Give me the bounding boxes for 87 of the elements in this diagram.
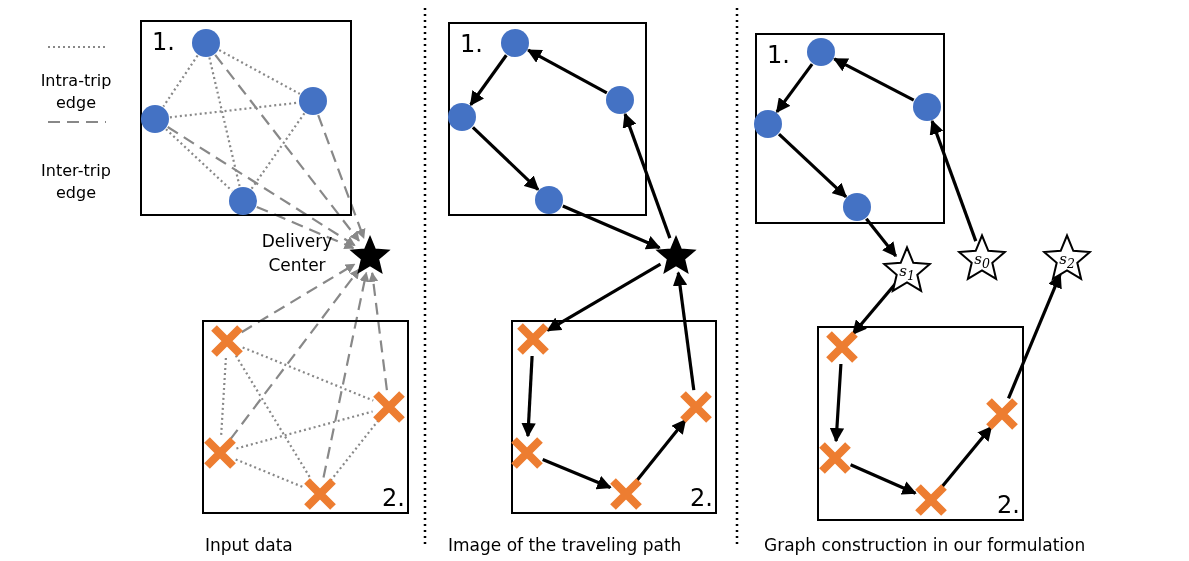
arrow	[672, 271, 696, 391]
arrow	[317, 114, 366, 240]
arrow	[526, 48, 608, 95]
star-label: s$_{0}$	[973, 252, 991, 271]
legend-text: Inter-trip edge	[40, 160, 112, 204]
box-number: 1.	[767, 43, 790, 67]
location-dot	[754, 110, 782, 138]
node-caption: Delivery Center	[260, 230, 334, 277]
arrow	[940, 426, 993, 488]
trip-box	[511, 320, 717, 514]
panel-caption: Graph construction in our formulation	[764, 535, 1086, 555]
arrow	[471, 126, 540, 191]
location-dot	[448, 103, 476, 131]
connector-line	[162, 54, 199, 108]
arrow	[214, 54, 360, 242]
arrow	[542, 458, 612, 490]
arrow	[849, 463, 917, 495]
star-node	[1041, 232, 1093, 284]
trip-box	[448, 22, 647, 216]
cross-marker	[679, 390, 713, 424]
arrow	[777, 133, 848, 198]
trip-box	[140, 20, 352, 216]
cross-marker	[516, 322, 550, 356]
location-dot	[606, 86, 634, 114]
legend-text: Intra-trip edge	[39, 70, 113, 114]
location-dot	[299, 87, 327, 115]
location-dot	[192, 29, 220, 57]
arrow	[469, 54, 508, 106]
box-number: 1.	[460, 32, 483, 56]
cross-marker	[303, 477, 337, 511]
trip-box	[202, 320, 409, 514]
arrow	[775, 63, 814, 114]
arrow	[833, 57, 915, 102]
arrow	[865, 217, 898, 258]
cross-marker	[914, 483, 948, 517]
arrow	[322, 271, 370, 478]
connector-line	[235, 458, 305, 489]
trip-box	[755, 33, 945, 224]
star-node	[956, 232, 1008, 284]
cross-marker	[372, 390, 406, 424]
connector-line	[165, 128, 233, 192]
arrow	[635, 419, 687, 482]
trip-box	[817, 326, 1024, 521]
location-dot	[913, 93, 941, 121]
star-label: s$_{1}$	[898, 264, 916, 283]
star-icon	[349, 234, 391, 276]
connector-line	[236, 410, 373, 450]
star-node	[881, 244, 933, 296]
arrow	[622, 112, 672, 239]
cross-marker	[609, 477, 643, 511]
connector-line	[220, 357, 227, 437]
arrow	[562, 204, 661, 250]
location-dot	[843, 193, 871, 221]
star-icon	[655, 234, 697, 276]
arrow	[1007, 273, 1062, 399]
cross-marker	[985, 397, 1019, 431]
box-number: 2.	[690, 486, 713, 510]
box-number: 1.	[152, 30, 175, 54]
cross-marker	[818, 441, 852, 475]
location-dot	[141, 105, 169, 133]
arrow	[229, 268, 360, 441]
arrow	[829, 363, 845, 443]
location-dot	[501, 29, 529, 57]
arrow	[546, 262, 662, 332]
connector-line	[250, 112, 306, 190]
cross-marker	[510, 436, 544, 470]
location-dot	[229, 187, 257, 215]
connector-line	[218, 49, 301, 95]
box-number: 2.	[382, 486, 405, 510]
panel-caption: Image of the traveling path	[448, 535, 682, 555]
location-dot	[535, 186, 563, 214]
cross-marker	[825, 330, 859, 364]
connector-line	[208, 57, 241, 187]
connector-line	[169, 101, 299, 119]
cross-marker	[203, 436, 237, 470]
star-label: s$_{2}$	[1058, 252, 1076, 271]
arrow	[167, 126, 356, 247]
arrow	[241, 263, 356, 334]
cross-marker	[210, 324, 244, 358]
arrow	[368, 271, 388, 391]
box-number: 2.	[997, 493, 1020, 517]
panel-caption: Input data	[205, 535, 293, 555]
connector-line	[242, 346, 374, 402]
arrow	[521, 355, 536, 438]
location-dot	[807, 38, 835, 66]
arrow	[929, 119, 978, 242]
arrow	[256, 205, 355, 250]
